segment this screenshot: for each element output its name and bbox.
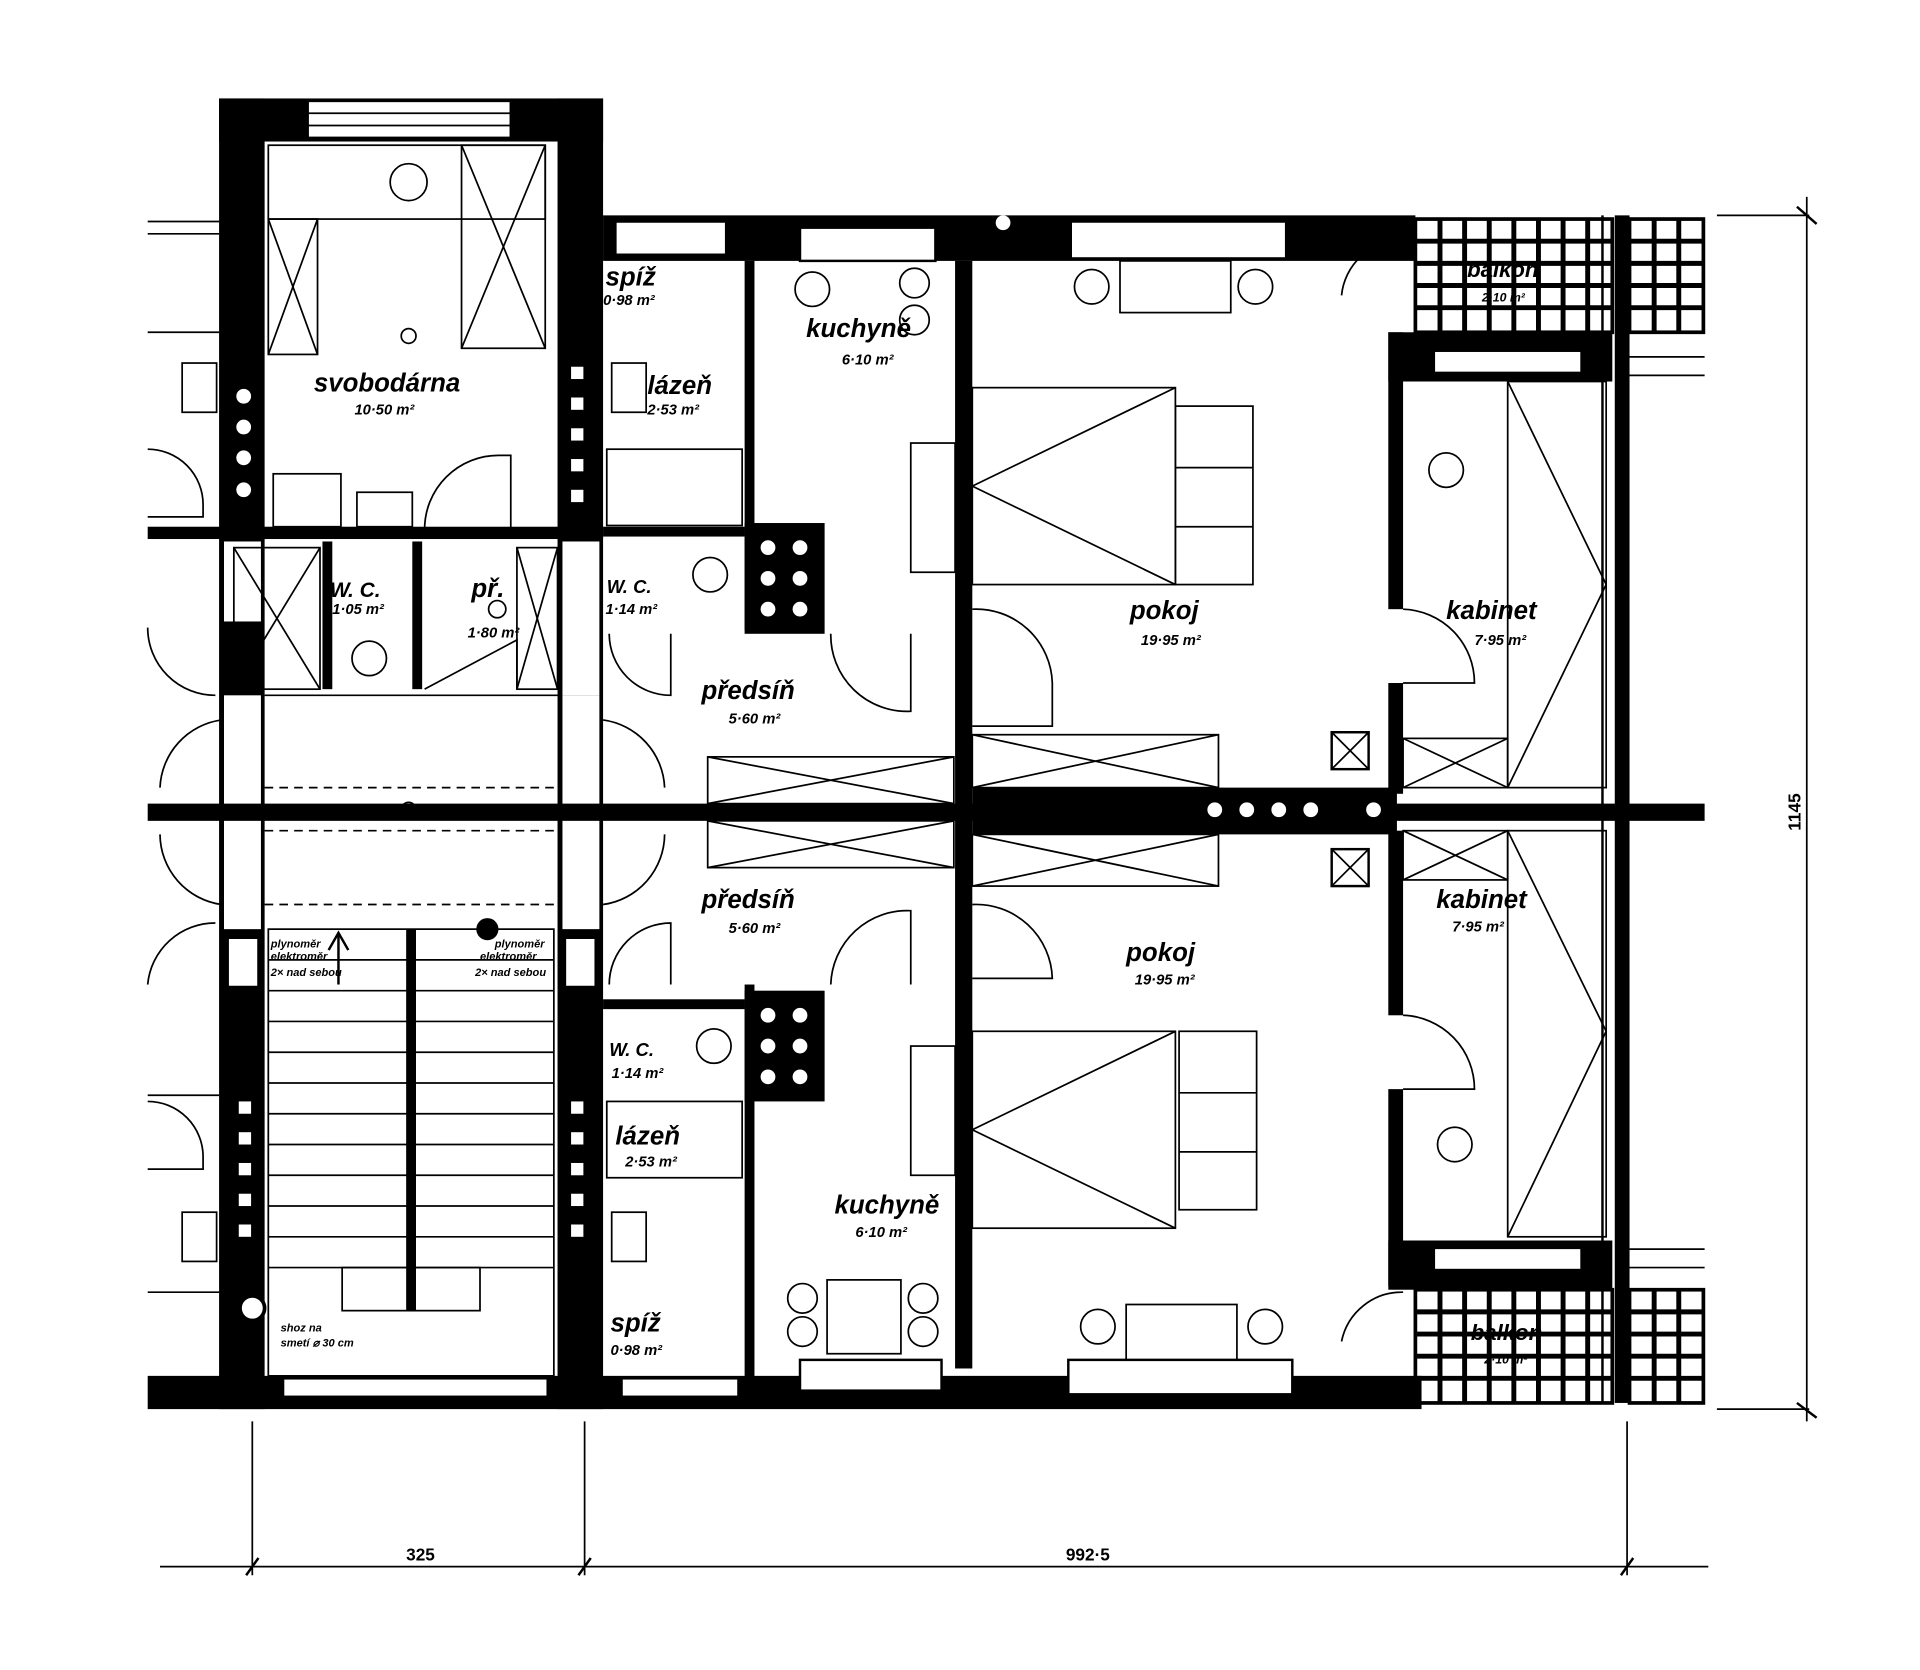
meter-note: elektroměr	[271, 951, 328, 963]
meter-note: 2× nad sebou	[270, 967, 342, 979]
meter-note: plynoměr	[494, 939, 545, 951]
room-area: 19·95 m²	[1135, 973, 1196, 989]
room-area: 2·10 m²	[1481, 291, 1526, 305]
room-name: kabinet	[1446, 597, 1538, 625]
room-name: lázeň	[647, 372, 712, 400]
meter-note: elektroměr	[480, 951, 537, 963]
room-area: 0·98 m²	[610, 1343, 663, 1359]
chute-note: smetí ⌀ 30 cm	[281, 1337, 354, 1349]
room-labels: svobodárna 10·50 m² spíž 0·98 m² kuchyně…	[314, 257, 1542, 1367]
room-area: 0·98 m²	[603, 293, 656, 309]
room-furniture	[146, 220, 1705, 1361]
room-area: 6·10 m²	[855, 1225, 908, 1241]
room-name: lázeň	[615, 1123, 680, 1151]
room-name: W. C.	[330, 579, 381, 602]
dimension-lines: 325 992·5 1145	[160, 196, 1818, 1576]
room-name: předsíň	[701, 886, 795, 914]
room-area: 6·10 m²	[842, 352, 895, 368]
room-name: W. C.	[609, 1039, 654, 1060]
room-name: př.	[470, 575, 504, 603]
room-area: 19·95 m²	[1141, 633, 1202, 649]
room-name: svobodárna	[314, 369, 460, 397]
room-name: kuchyně	[834, 1191, 939, 1219]
room-area: 1·14 m²	[612, 1066, 665, 1082]
room-name: balkon	[1471, 1320, 1542, 1345]
room-name: balkon	[1467, 257, 1538, 282]
room-name: W. C.	[607, 576, 652, 597]
room-name: pokoj	[1125, 939, 1196, 967]
drying-room-fixtures	[232, 144, 559, 819]
room-area: 1·14 m²	[606, 602, 659, 618]
room-area: 7·95 m²	[1452, 920, 1505, 936]
room-name: pokoj	[1129, 597, 1200, 625]
dimension-flat-width: 992·5	[1066, 1544, 1110, 1564]
meter-note: plynoměr	[270, 939, 321, 951]
chute-note: shoz na	[281, 1323, 322, 1335]
room-area: 5·60 m²	[729, 921, 782, 937]
balcony-top	[1413, 217, 1706, 335]
room-name: spíž	[606, 264, 657, 292]
room-name: kuchyně	[806, 315, 911, 343]
room-area: 7·95 m²	[1474, 633, 1527, 649]
annotations: plynoměr elektroměr 2× nad sebou plynomě…	[270, 939, 547, 1350]
room-area: 2·53 m²	[646, 403, 700, 419]
room-area: 1·05 m²	[332, 602, 385, 618]
room-area: 2·53 m²	[624, 1155, 678, 1171]
room-area: 10·50 m²	[354, 403, 415, 419]
room-name: kabinet	[1436, 886, 1528, 914]
meter-note: 2× nad sebou	[474, 967, 546, 979]
dimension-depth: 1145	[1785, 793, 1805, 831]
apartment-walls	[147, 214, 1810, 1410]
room-area: 5·60 m²	[729, 712, 782, 728]
room-area: 2·10 m²	[1483, 1353, 1528, 1367]
staircase	[267, 928, 555, 1377]
room-name: předsíň	[701, 677, 795, 705]
room-area: 1·80 m²	[468, 625, 521, 641]
dimension-stair-width: 325	[406, 1544, 435, 1564]
balcony-bottom	[1413, 1287, 1706, 1405]
room-name: spíž	[610, 1310, 661, 1338]
